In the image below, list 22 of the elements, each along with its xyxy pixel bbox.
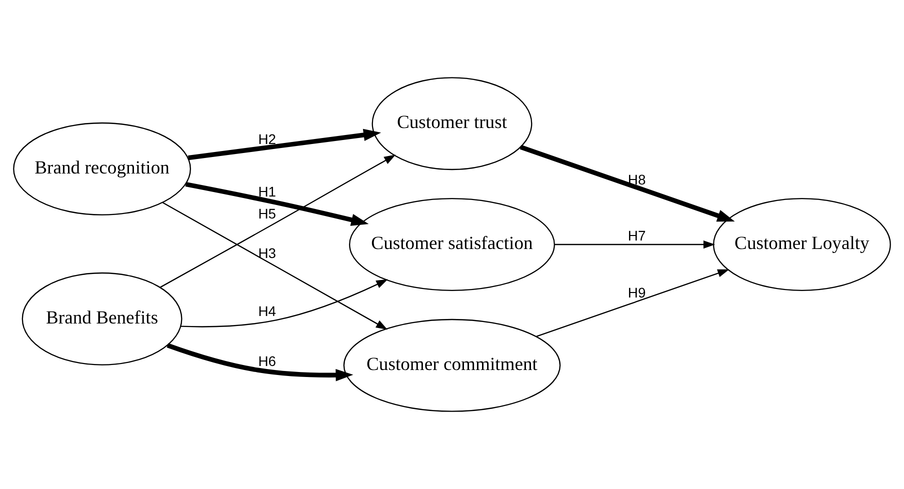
arrow	[160, 154, 396, 288]
edge-label: H4	[258, 303, 276, 320]
arrow	[536, 269, 730, 337]
edge-label: H9	[628, 284, 646, 301]
edge-label: H1	[258, 183, 276, 200]
edge-label: H3	[258, 244, 276, 261]
node-ellipse: Customer Loyalty	[712, 198, 891, 291]
node-ellipse: Brand recognition	[13, 122, 192, 216]
arrow	[185, 182, 369, 226]
arrow	[188, 128, 382, 160]
node-ellipse: Brand Benefits	[22, 272, 182, 366]
arrow	[180, 279, 388, 328]
arrow	[520, 144, 735, 222]
arrow	[166, 343, 354, 382]
edge-label: H6	[258, 353, 276, 370]
arrow	[554, 240, 716, 249]
edge-label: H8	[628, 172, 646, 188]
edge-label: H2	[258, 131, 276, 148]
edge-label: H7	[628, 228, 646, 244]
node-ellipse: Customer trust	[372, 77, 532, 170]
edge-label: H5	[258, 205, 276, 222]
arrow	[162, 202, 388, 330]
